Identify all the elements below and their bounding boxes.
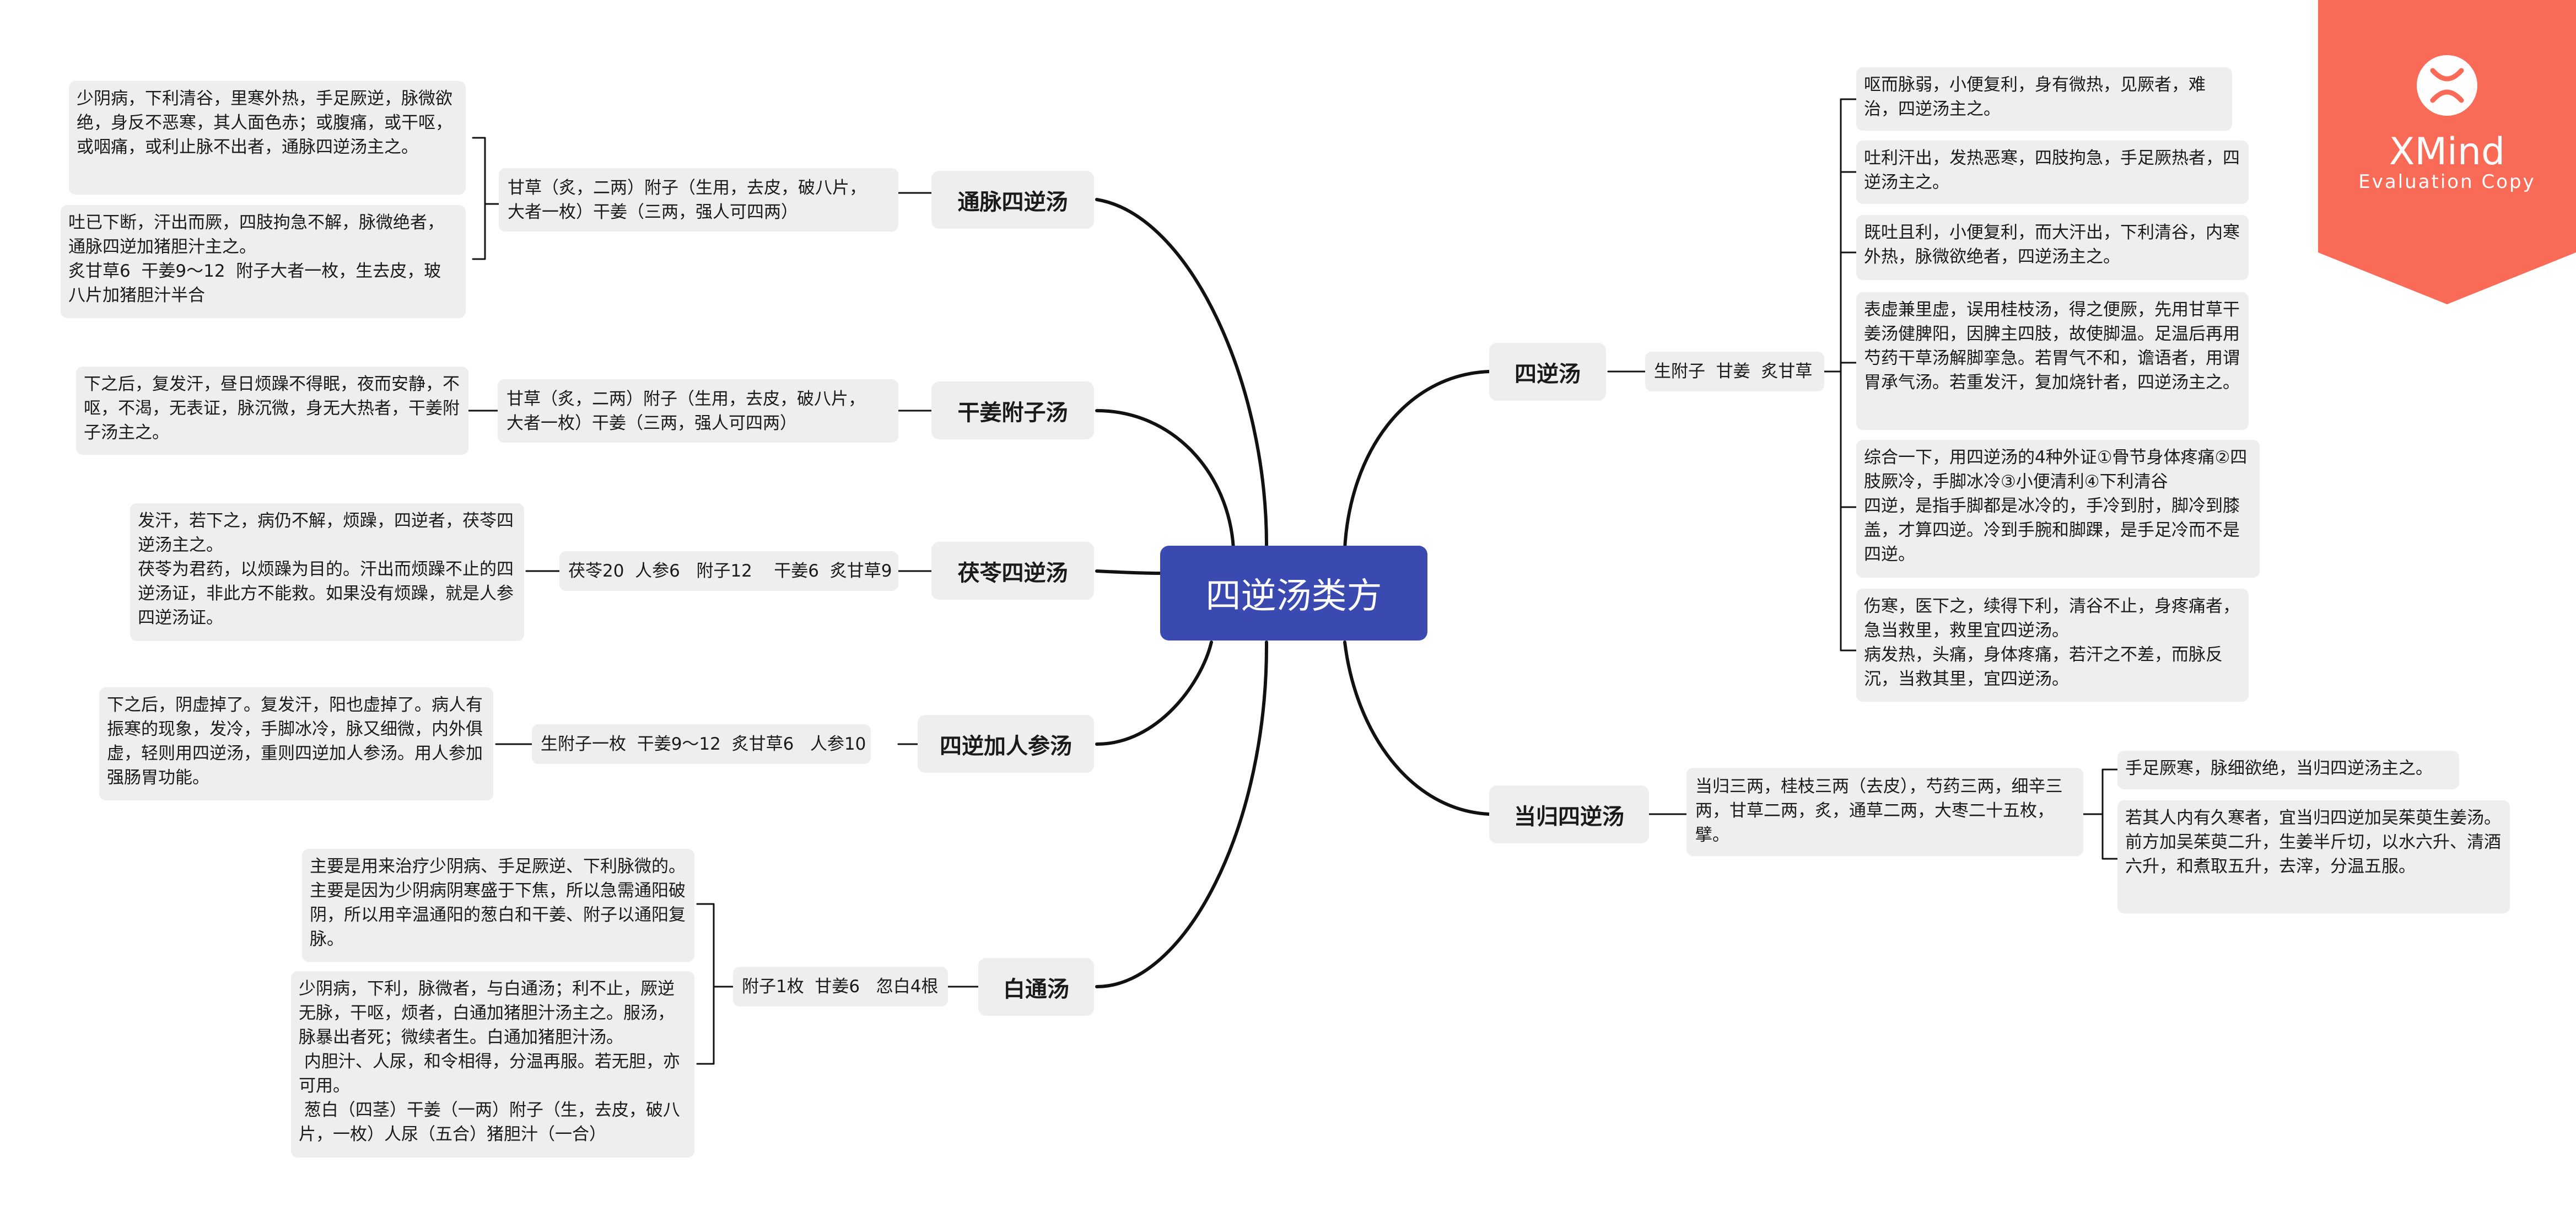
topic-tongmai-sini-tang[interactable]: 通脉四逆汤 (931, 171, 1094, 229)
sini-note-4[interactable]: 表虚兼里虚，误用桂枝汤，得之便厥，先用甘草干姜汤健脾阳，因脾主四肢，故使脚温。足… (1856, 292, 2249, 430)
renshen-note-1[interactable]: 下之后，阴虚掉了。复发汗，阳也虚掉了。病人有振寒的现象，发冷，手脚冰冷，脉又细微… (99, 687, 493, 800)
ganjiang-note-1[interactable]: 下之后，复发汗，昼日烦躁不得眠，夜而安静，不呕，不渴，无表证，脉沉微，身无大热者… (76, 367, 468, 455)
tongmai-ingredients-text: 甘草（炙，二两）附子（生用，去皮，破八片， 大者一枚）干姜（三两，强人可四两） (508, 177, 866, 222)
tongmai-ingredients[interactable]: 甘草（炙，二两）附子（生用，去皮，破八片， 大者一枚）干姜（三两，强人可四两） (499, 168, 898, 232)
renshen-ingredients[interactable]: 生附子一枚 干姜9～12 炙甘草6 人参10 (532, 724, 871, 764)
ganjiang-ingredients-text: 甘草（炙，二两）附子（生用，去皮，破八片， 大者一枚）干姜（三两，强人可四两） (506, 389, 865, 433)
xmind-watermark-badge (2318, 0, 2576, 304)
ganjiang-ingredients[interactable]: 甘草（炙，二两）附子（生用，去皮，破八片， 大者一枚）干姜（三两，强人可四两） (498, 379, 898, 443)
sini-note-1[interactable]: 呕而脉弱，小便复利，身有微热，见厥者，难治，四逆汤主之。 (1856, 67, 2232, 131)
danggui-ingredients-text: 当归三两，桂枝三两（去皮），芍药三两，细辛三两，甘草二两，炙，通草二两，大枣二十… (1695, 777, 2063, 845)
danggui-ingredients[interactable]: 当归三两，桂枝三两（去皮），芍药三两，细辛三两，甘草二两，炙，通草二两，大枣二十… (1686, 768, 2083, 856)
watermark-brand: XMind (2389, 130, 2505, 174)
topic-fuling-sini-tang[interactable]: 茯苓四逆汤 (931, 542, 1094, 600)
sini-note-2[interactable]: 吐利汗出，发热恶寒，四肢拘急，手足厥热者，四逆汤主之。 (1856, 141, 2249, 204)
tongmai-note-1[interactable]: 少阴病，下利清谷，里寒外热，手足厥逆，脉微欲绝，身反不恶寒，其人面色赤；或腹痛，… (69, 81, 466, 195)
topic-baitong-tang[interactable]: 白通汤 (978, 958, 1094, 1016)
topic-ganjiang-fuzi-tang[interactable]: 干姜附子汤 (931, 381, 1094, 439)
baitong-ingredients-text: 附子1枚 甘姜6 忽白4根 (742, 977, 939, 997)
sini-note-6[interactable]: 伤寒，医下之，续得下利，清谷不止，身疼痛者，急当救里，救里宜四逆汤。 病发热，头… (1856, 589, 2249, 702)
fuling-note-1[interactable]: 发汗，若下之，病仍不解，烦躁，四逆者，茯苓四逆汤主之。 茯苓为君药，以烦躁为目的… (130, 503, 524, 641)
sini-ingredients-text: 生附子 甘姜 炙甘草 (1654, 362, 1813, 381)
topic-danggui-sini-tang[interactable]: 当归四逆汤 (1489, 785, 1649, 843)
baitong-note-1[interactable]: 主要是用来治疗少阴病、手足厥逆、下利脉微的。主要是因为少阴病阴寒盛于下焦，所以急… (302, 849, 694, 962)
sini-note-5[interactable]: 综合一下，用四逆汤的4种外证①骨节身体疼痛②四肢厥冷，手脚冰冷③小便清利④下利清… (1856, 440, 2260, 578)
topic-sini-tang[interactable]: 四逆汤 (1489, 343, 1606, 401)
danggui-note-1[interactable]: 手足厥寒，脉细欲绝，当归四逆汤主之。 (2117, 751, 2459, 789)
sini-ingredients[interactable]: 生附子 甘姜 炙甘草 (1645, 352, 1824, 391)
sini-note-3[interactable]: 既吐且利，小便复利，而大汗出，下利清谷，内寒外热，脉微欲绝者，四逆汤主之。 (1856, 215, 2249, 280)
baitong-note-2[interactable]: 少阴病，下利，脉微者，与白通汤；利不止，厥逆无脉，干呕，烦者，白通加猪胆汁汤主之… (291, 971, 694, 1158)
baitong-ingredients[interactable]: 附子1枚 甘姜6 忽白4根 (733, 967, 948, 1007)
fuling-ingredients-text: 茯苓20 人参6 附子12 干姜6 炙甘草9 (568, 561, 892, 581)
topic-sini-jia-renshen-tang[interactable]: 四逆加人参汤 (918, 715, 1094, 773)
renshen-ingredients-text: 生附子一枚 干姜9～12 炙甘草6 人参10 (541, 734, 866, 754)
fuling-ingredients[interactable]: 茯苓20 人参6 附子12 干姜6 炙甘草9 (559, 551, 898, 591)
tongmai-note-2[interactable]: 吐已下断，汗出而厥，四肢拘急不解，脉微绝者，通脉四逆加猪胆汁主之。 炙甘草6 干… (61, 205, 466, 318)
watermark-subtitle: Evaluation Copy (2358, 171, 2536, 193)
danggui-note-2[interactable]: 若其人内有久寒者，宜当归四逆加吴茱萸生姜汤。 前方加吴茱萸二升，生姜半斤切，以水… (2117, 800, 2510, 913)
root-topic[interactable]: 四逆汤类方 (1160, 546, 1427, 641)
